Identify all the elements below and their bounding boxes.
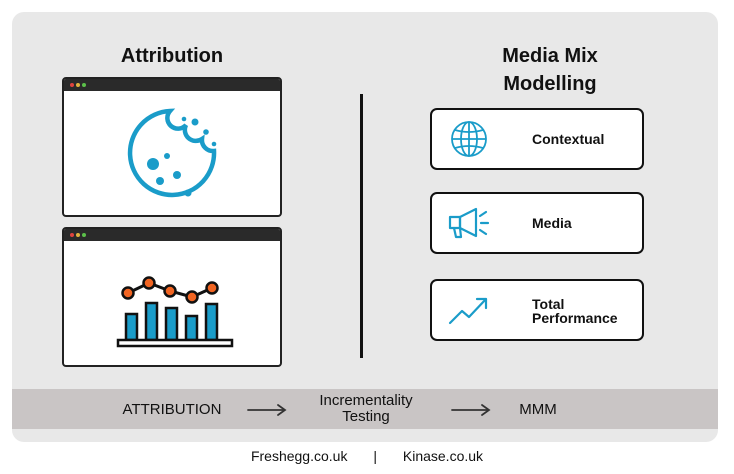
window-dot-green bbox=[82, 233, 86, 237]
cookie-icon bbox=[127, 108, 217, 198]
flow-step-attribution: ATTRIBUTION bbox=[122, 401, 222, 418]
window-dot-red bbox=[70, 83, 74, 87]
card-label-total-performance: Total Performance bbox=[532, 297, 618, 325]
browser-title-bar bbox=[64, 79, 280, 91]
bar-line-chart-icon bbox=[116, 276, 234, 348]
card-label-line1: Total bbox=[532, 296, 565, 312]
window-dot-red bbox=[70, 233, 74, 237]
mmm-heading-line2: Modelling bbox=[503, 73, 597, 95]
browser-window-chart bbox=[62, 227, 282, 367]
arrow-right-icon bbox=[247, 404, 287, 416]
megaphone-icon bbox=[448, 207, 490, 239]
vertical-divider bbox=[360, 94, 363, 358]
footer-separator: | bbox=[373, 448, 377, 464]
arrow-right-icon bbox=[451, 404, 491, 416]
browser-title-bar bbox=[64, 229, 280, 241]
flow-step-line1: Incrementality bbox=[319, 392, 413, 409]
footer-link-kinase[interactable]: Kinase.co.uk bbox=[402, 448, 484, 464]
attribution-heading: Attribution bbox=[120, 45, 224, 67]
flow-step-mmm: MMM bbox=[519, 401, 557, 418]
card-label-line2: Performance bbox=[532, 310, 618, 326]
window-dot-yellow bbox=[76, 83, 80, 87]
flow-step-incrementality: Incrementality Testing bbox=[292, 393, 440, 425]
window-dot-yellow bbox=[76, 233, 80, 237]
main-panel: Attribution Media Mix Modelling bbox=[12, 12, 718, 442]
flow-strip: ATTRIBUTION Incrementality Testing MMM bbox=[12, 389, 718, 429]
mmm-heading: Media Mix Modelling bbox=[440, 42, 660, 98]
card-total-performance: Total Performance bbox=[430, 279, 644, 341]
card-label-contextual: Contextual bbox=[532, 131, 605, 147]
footer-link-freshegg[interactable]: Freshegg.co.uk bbox=[250, 448, 348, 464]
mmm-heading-line1: Media Mix bbox=[502, 45, 598, 67]
globe-icon bbox=[451, 121, 487, 157]
window-dot-green bbox=[82, 83, 86, 87]
card-label-media: Media bbox=[532, 215, 572, 231]
browser-window-cookie bbox=[62, 77, 282, 217]
card-media: Media bbox=[430, 192, 644, 254]
footer: Freshegg.co.uk | Kinase.co.uk bbox=[0, 448, 734, 464]
card-contextual: Contextual bbox=[430, 108, 644, 170]
flow-step-line2: Testing bbox=[342, 408, 390, 425]
trend-arrow-icon bbox=[448, 297, 488, 325]
